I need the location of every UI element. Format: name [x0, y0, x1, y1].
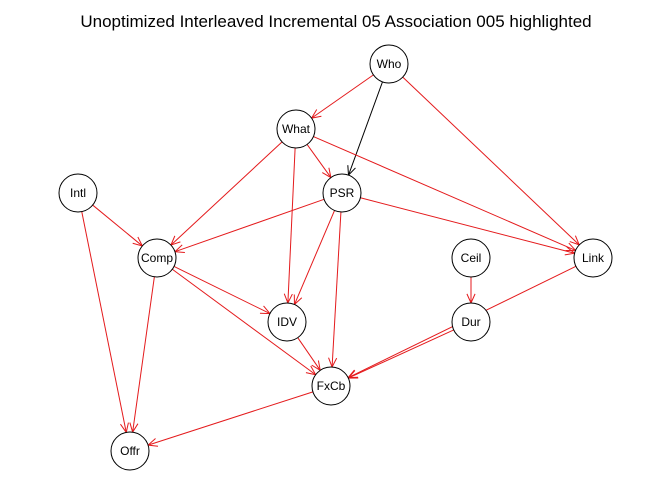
- edge-who-to-what: [310, 74, 374, 119]
- node-label-ceil: Ceil: [461, 251, 482, 265]
- node-what: What: [276, 109, 316, 149]
- edge-who-to-psr: [347, 81, 383, 177]
- edge-comp-to-idv: [173, 265, 272, 315]
- node-label-intl: Intl: [70, 186, 86, 200]
- node-fxcb: FxCb: [311, 366, 351, 406]
- edge-intl-to-comp: [92, 204, 144, 247]
- edge-psr-to-comp: [173, 198, 325, 254]
- node-who: Who: [369, 44, 409, 84]
- diagram-title: Unoptimized Interleaved Incremental 05 A…: [80, 12, 591, 31]
- node-label-link: Link: [582, 251, 605, 265]
- edges-layer: [81, 74, 581, 447]
- node-label-comp: Comp: [141, 251, 173, 265]
- node-label-who: Who: [377, 57, 402, 71]
- edge-fxcb-to-offr: [146, 391, 314, 447]
- edge-comp-to-offr: [129, 276, 155, 434]
- edge-what-to-idv: [283, 147, 296, 305]
- edge-idv-to-fxcb: [297, 337, 321, 372]
- edge-intl-to-offr: [81, 211, 129, 434]
- node-label-what: What: [282, 122, 311, 136]
- node-ceil: Ceil: [451, 238, 491, 278]
- edge-ceil-to-dur: [466, 277, 476, 305]
- node-idv: IDV: [267, 302, 307, 342]
- edge-psr-to-fxcb: [328, 211, 342, 369]
- node-link: Link: [573, 238, 613, 278]
- node-psr: PSR: [322, 173, 362, 213]
- node-dur: Dur: [451, 302, 491, 342]
- node-intl: Intl: [58, 173, 98, 213]
- edge-what-to-comp: [170, 141, 283, 246]
- node-label-psr: PSR: [330, 186, 355, 200]
- node-comp: Comp: [137, 238, 177, 278]
- edge-what-to-psr: [306, 144, 332, 179]
- node-label-fxcb: FxCb: [317, 379, 346, 393]
- edge-dur-to-fxcb: [347, 329, 454, 379]
- edge-psr-to-idv: [293, 210, 336, 306]
- edge-who-to-link: [402, 76, 581, 246]
- node-offr: Offr: [110, 431, 150, 471]
- node-label-offr: Offr: [120, 444, 140, 458]
- node-label-idv: IDV: [277, 315, 297, 329]
- node-label-dur: Dur: [461, 315, 480, 329]
